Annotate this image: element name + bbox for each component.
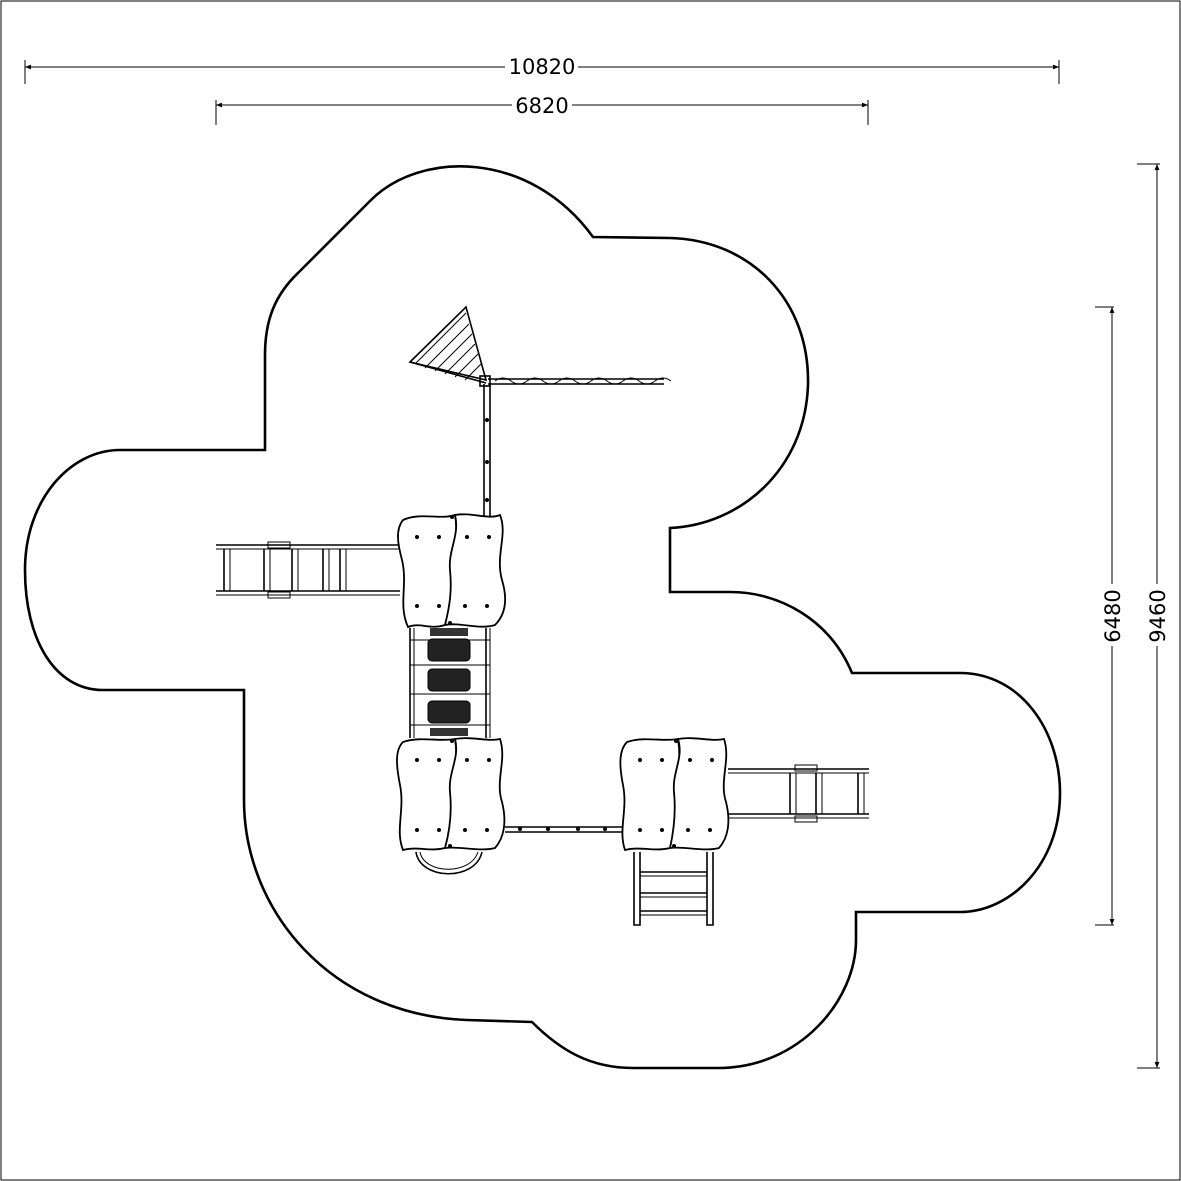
tower-upper-left [397,513,506,629]
tower-lower-right [619,737,730,852]
top-beam [488,377,672,385]
bridge-horizontal [505,826,624,833]
structure-width-label: 6820 [515,94,568,118]
play-structure [216,305,869,926]
horizontal-ladder-right [728,764,869,823]
dimension-overall-depth: 9460 [1137,163,1170,1069]
overall-width-label: 10820 [509,55,576,79]
dimension-structure-depth: 6480 [1095,306,1125,926]
tower-lower-left [396,737,506,875]
overall-depth-label: 9460 [1146,589,1170,642]
structure-depth-label: 6480 [1101,589,1125,642]
dimension-structure-width: 6820 [215,94,869,125]
access-ladder [633,852,714,926]
bridge-vertical [409,628,491,738]
horizontal-ladder-left [216,541,400,599]
safety-zone-outline [23,165,1062,1070]
dimension-overall-width: 10820 [24,55,1060,84]
vertical-post [483,384,491,516]
sail-roof [408,305,491,387]
